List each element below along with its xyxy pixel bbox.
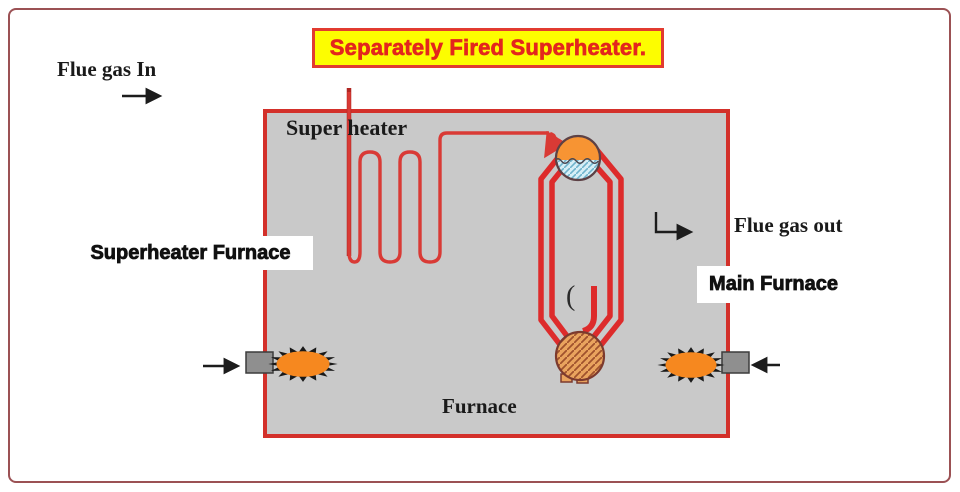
steam-outlet-arrow-icon <box>544 130 568 159</box>
main-furnace-tag: Main Furnace <box>697 266 850 303</box>
furnace-label: Furnace <box>442 394 517 418</box>
page-border <box>8 8 951 483</box>
paren-annotation: ( <box>566 281 575 312</box>
superheater-furnace-tag: Superheater Furnace <box>68 236 313 270</box>
mud-drum <box>554 330 606 384</box>
left-flame-icon <box>276 351 330 377</box>
steam-drum-outline <box>554 134 602 182</box>
furnace-enclosure <box>263 109 730 438</box>
water-line <box>556 158 599 164</box>
mud-drum-hatch <box>556 332 604 380</box>
boiler-tube-loop-inner <box>549 153 613 347</box>
right-burner-nozzle <box>721 351 750 374</box>
left-burner <box>203 346 338 382</box>
steam-drum <box>554 134 602 182</box>
left-burner-nozzle <box>245 351 274 374</box>
superheater-label: Super heater <box>286 115 408 140</box>
flue-gas-in-label: Flue gas In <box>57 57 157 81</box>
right-flame-icon <box>665 352 717 378</box>
superheater-furnace-label: Superheater Furnace <box>90 241 291 264</box>
mud-drum-outline <box>554 330 606 382</box>
page-title: Separately Fired Superheater. <box>329 35 647 61</box>
right-burner <box>657 347 780 383</box>
downcomer-tube <box>582 286 597 334</box>
main-furnace-label: Main Furnace <box>709 273 839 296</box>
flue-gas-out-label: Flue gas out <box>734 213 843 237</box>
title-banner: Separately Fired Superheater. <box>312 28 664 68</box>
flue-gas-out-arrow-icon <box>654 212 694 241</box>
superheater-coil <box>347 92 549 264</box>
drum-water-hatch <box>556 160 600 180</box>
